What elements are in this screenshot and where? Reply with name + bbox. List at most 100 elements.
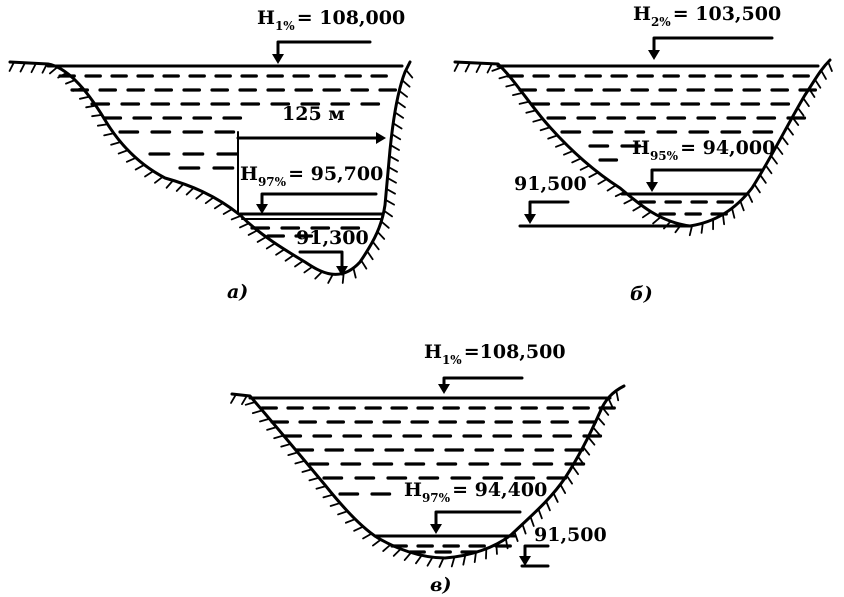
ground-hatch-mark xyxy=(275,248,286,256)
ground-hatch-mark xyxy=(48,66,59,75)
ground-hatch-mark xyxy=(195,191,205,200)
panel-b-h95-arrow-icon xyxy=(646,182,658,192)
ground-hatch-mark xyxy=(827,61,833,72)
ground-hatch-mark xyxy=(380,220,390,229)
ground-hatch-mark xyxy=(426,556,434,567)
panel-a-h97-arrow-icon xyxy=(256,204,268,214)
ground-hatch-mark xyxy=(592,426,601,436)
ground-hatch-mark xyxy=(78,95,91,100)
panel-b-h2-label: H2%= 103,500 xyxy=(633,3,781,29)
ground-hatch-mark xyxy=(385,187,396,195)
ground-hatch-mark xyxy=(392,122,403,130)
panel-a-riverbed-profile xyxy=(8,60,412,276)
ground-hatch-mark xyxy=(103,132,115,137)
ground-hatch-mark xyxy=(386,177,397,184)
ground-hatch-mark xyxy=(563,149,574,156)
ground-hatch-mark xyxy=(632,204,643,212)
panel-a-h97-label: H97%= 95,700 xyxy=(240,163,383,189)
ground-hatch-mark xyxy=(382,543,392,552)
panel-c-bottom-leader xyxy=(523,544,550,562)
ground-hatch-mark xyxy=(491,66,503,72)
ground-hatch-mark xyxy=(144,170,155,178)
ground-hatch-mark xyxy=(259,417,271,423)
ground-hatch-mark xyxy=(65,79,77,85)
ground-hatch-mark xyxy=(780,135,789,146)
ground-hatch-mark xyxy=(571,465,580,476)
ground-hatch-mark xyxy=(85,104,97,109)
panel-b: H2%= 103,500 H95%= 94,000 91,500 б) xyxy=(453,3,833,305)
ground-hatch-mark xyxy=(552,492,559,503)
ground-hatch-mark xyxy=(256,236,268,243)
ground-hatch-mark xyxy=(383,209,393,218)
ground-hatch-mark xyxy=(401,79,411,88)
ground-hatch-mark xyxy=(392,548,402,557)
panel-b-h2-arrow-icon xyxy=(648,50,660,60)
ground-hatch-mark xyxy=(110,141,122,146)
ground-hatch-mark xyxy=(537,508,543,520)
panel-a-h97-leader xyxy=(260,192,378,212)
panel-c-h1-arrow-icon xyxy=(438,384,450,394)
ground-hatch-mark xyxy=(688,224,693,237)
panel-a-h1-label: H1%= 108,000 xyxy=(257,7,405,33)
ground-hatch-mark xyxy=(394,111,405,119)
ground-hatch-mark xyxy=(547,134,559,140)
ground-hatch-mark xyxy=(165,179,174,189)
ground-hatch-mark xyxy=(185,186,195,196)
ground-hatch-mark xyxy=(96,123,109,127)
ground-hatch-mark xyxy=(579,164,591,171)
panel-c-ground-hatching xyxy=(230,389,620,568)
ground-hatch-mark xyxy=(384,198,395,206)
ground-hatch-mark xyxy=(525,109,537,114)
ground-hatch-mark xyxy=(775,145,784,155)
ground-hatch-mark xyxy=(329,502,341,507)
ground-hatch-mark xyxy=(722,213,726,226)
ground-hatch-mark xyxy=(464,61,471,73)
ground-hatch-mark xyxy=(415,554,423,565)
ground-hatch-mark xyxy=(753,183,761,194)
ground-hatch-mark xyxy=(284,254,295,262)
ground-hatch-mark xyxy=(596,416,606,426)
ground-hatch-mark xyxy=(344,518,356,524)
ground-hatch-mark xyxy=(341,272,345,284)
panel-b-h95-leader xyxy=(650,168,764,190)
ground-hatch-mark xyxy=(623,198,634,205)
ground-hatch-mark xyxy=(265,242,277,250)
ground-hatch-mark xyxy=(241,394,248,406)
ground-hatch-mark xyxy=(555,142,567,148)
ground-hatch-mark xyxy=(134,163,146,171)
ground-hatch-mark xyxy=(337,510,349,516)
ground-hatch-mark xyxy=(700,222,704,234)
panel-b-water-fill xyxy=(506,74,818,216)
ground-hatch-mark xyxy=(287,451,299,456)
panel-a-bottom-leader xyxy=(298,250,344,274)
panel-c-bottom-arrow-icon xyxy=(519,556,531,566)
ground-hatch-mark xyxy=(473,551,477,563)
panel-a-caption: а) xyxy=(227,281,248,303)
panel-b-bottom-arrow-icon xyxy=(524,214,536,224)
ground-hatch-mark xyxy=(388,155,399,162)
ground-hatch-mark xyxy=(315,485,327,490)
ground-hatch-mark xyxy=(125,156,137,163)
ground-hatch-mark xyxy=(376,230,386,240)
ground-hatch-mark xyxy=(802,97,810,107)
ground-hatch-mark xyxy=(786,125,794,136)
ground-hatch-mark xyxy=(389,144,400,151)
ground-hatch-mark xyxy=(532,118,544,123)
ground-hatch-mark xyxy=(244,401,257,406)
ground-hatch-mark xyxy=(571,157,583,164)
panel-b-caption: б) xyxy=(630,283,653,305)
ground-hatch-mark xyxy=(486,62,493,74)
ground-hatch-mark xyxy=(387,166,398,173)
ground-hatch-mark xyxy=(230,214,242,221)
ground-hatch-mark xyxy=(770,154,778,165)
ground-hatch-mark xyxy=(175,182,185,192)
ground-hatch-mark xyxy=(352,267,357,279)
ground-hatch-mark xyxy=(606,184,617,192)
ground-hatch-mark xyxy=(739,200,745,212)
panel-b-bottom-leader xyxy=(528,200,570,222)
ground-hatch-mark xyxy=(280,443,292,448)
panel-c-water-fill xyxy=(260,406,616,554)
ground-hatch-mark xyxy=(565,474,573,485)
ground-hatch-mark xyxy=(505,83,517,88)
